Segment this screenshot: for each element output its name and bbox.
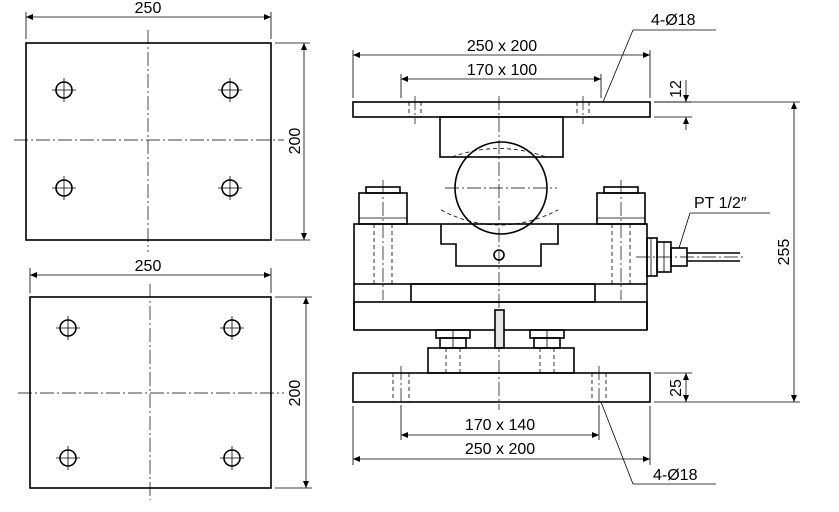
top-plate-hole bbox=[218, 78, 242, 102]
cable-thread-label: PT 1/2″ bbox=[694, 195, 747, 212]
bottom-hole-spacing-dimension: 170 x 140 bbox=[400, 406, 600, 440]
bottom-plate-hole bbox=[220, 446, 244, 470]
top-plate-outline bbox=[25, 42, 272, 241]
upper-ball-seat bbox=[451, 148, 547, 158]
center-pin bbox=[494, 309, 505, 349]
bottom-holes-callout: 4-Ø18 bbox=[600, 401, 716, 485]
bottom-plate-height-dimension: 200 bbox=[275, 296, 312, 489]
top-plate-size-label: 250 x 200 bbox=[467, 38, 537, 55]
bottom-plate-hole bbox=[56, 316, 80, 340]
top-plate-thickness-label: 12 bbox=[668, 80, 685, 98]
top-plate-hole bbox=[52, 78, 76, 102]
top-plate-width-label: 250 bbox=[135, 0, 162, 17]
sensing-beam bbox=[410, 283, 596, 303]
bottom-plate-height-label: 200 bbox=[287, 380, 304, 407]
left-bolt bbox=[435, 329, 471, 349]
upper-load-block bbox=[439, 116, 564, 158]
side-view: 250 x 200 170 x 100 4-Ø18 12 255 bbox=[352, 12, 800, 485]
top-plate-hole bbox=[52, 176, 76, 200]
bottom-hole-spacing-label: 170 x 140 bbox=[465, 417, 535, 434]
lower-ball-seat bbox=[440, 209, 559, 226]
bottom-plate-width-label: 250 bbox=[135, 258, 162, 275]
bottom-plate-size-dimension: 250 x 200 bbox=[352, 406, 651, 465]
bottom-plate-view: 250 200 bbox=[18, 258, 312, 500]
overall-height-dimension: 255 bbox=[654, 101, 800, 403]
lower-mount-block bbox=[427, 347, 575, 374]
top-holes-label: 4-Ø18 bbox=[651, 12, 696, 29]
top-plate-width-dimension: 250 bbox=[25, 0, 272, 39]
load-cell-body bbox=[353, 223, 648, 285]
top-holes-callout: 4-Ø18 bbox=[602, 12, 716, 103]
top-hole-spacing-label: 170 x 100 bbox=[467, 62, 537, 79]
bottom-plate-thickness-label: 25 bbox=[668, 379, 685, 397]
top-plate-view: 250 200 bbox=[14, 0, 310, 252]
ball-pocket bbox=[440, 224, 559, 267]
bottom-plate-thickness-dimension: 25 bbox=[654, 372, 692, 402]
bottom-plate-hole bbox=[220, 316, 244, 340]
overall-height-label: 255 bbox=[776, 239, 793, 266]
top-plate-size-dimension: 250 x 200 bbox=[352, 38, 651, 98]
right-bolt bbox=[529, 329, 565, 349]
top-plate-height-label: 200 bbox=[287, 128, 304, 155]
bottom-plate-width-dimension: 250 bbox=[29, 258, 272, 293]
top-plate-thickness-dimension: 12 bbox=[654, 80, 692, 130]
bottom-holes-label: 4-Ø18 bbox=[653, 467, 698, 484]
bottom-plate-size-label: 250 x 200 bbox=[465, 441, 535, 458]
cable bbox=[636, 252, 745, 262]
bottom-plate-hole bbox=[56, 446, 80, 470]
cable-thread-callout: PT 1/2″ bbox=[678, 195, 770, 249]
top-hole-spacing-dimension: 170 x 100 bbox=[400, 62, 602, 98]
bottom-plate bbox=[352, 372, 651, 403]
pin-hole bbox=[493, 249, 505, 261]
top-plate bbox=[352, 101, 651, 118]
bottom-plate-outline bbox=[29, 296, 272, 489]
top-plate-hole bbox=[218, 176, 242, 200]
top-plate-height-dimension: 200 bbox=[275, 42, 310, 241]
